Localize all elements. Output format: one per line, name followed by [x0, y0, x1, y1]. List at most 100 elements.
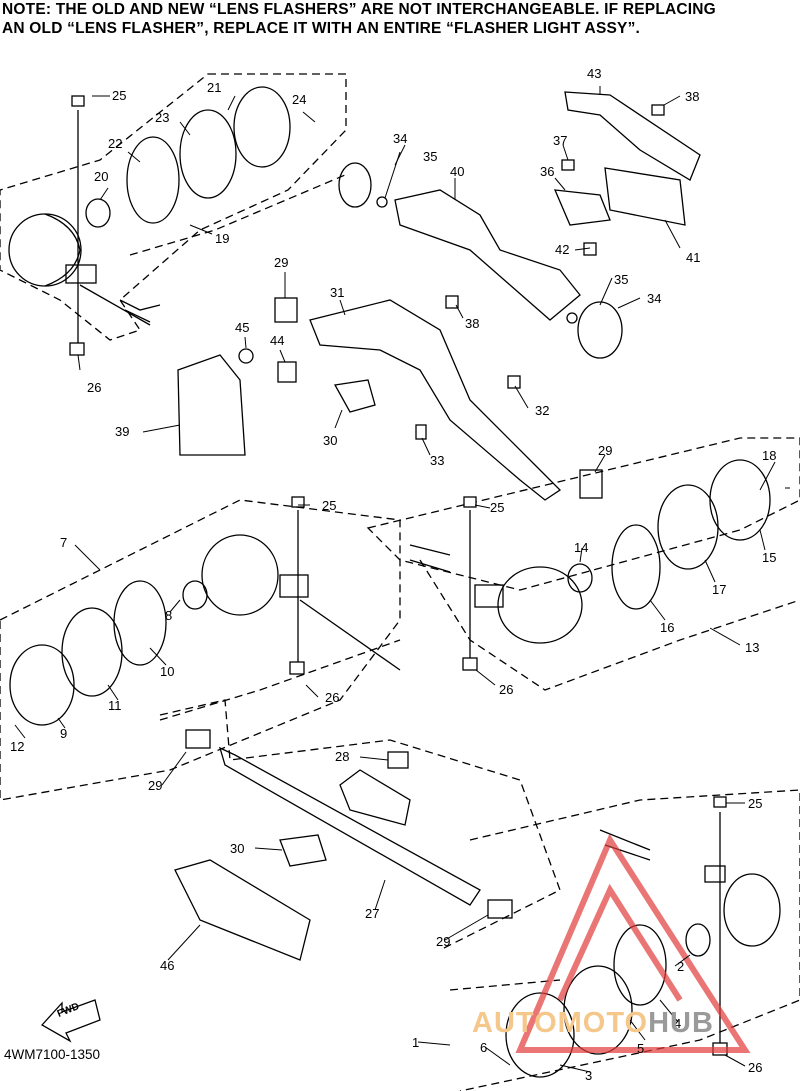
part-label-40: 40 — [450, 164, 464, 179]
part-label-39: 39 — [115, 424, 129, 439]
part-label-46: 46 — [160, 958, 174, 973]
part-label-24: 24 — [292, 92, 306, 107]
lens-ring-11 — [61, 607, 123, 697]
watermark-part-1: AUTOMOTO — [472, 1007, 649, 1039]
note-text: NOTE: THE OLD AND NEW “LENS FLASHERS” AR… — [2, 0, 798, 38]
bracket-43 — [564, 91, 701, 181]
part-label-29a: 29 — [274, 255, 288, 270]
part-label-4: 4 — [674, 1016, 681, 1031]
bracket-40 — [394, 189, 581, 321]
plate-41 — [604, 167, 686, 226]
part-label-1: 1 — [412, 1035, 419, 1050]
cover-46 — [174, 859, 311, 961]
part-label-35a: 35 — [423, 149, 437, 164]
stem-clamp — [65, 264, 97, 284]
part-label-6: 6 — [480, 1040, 487, 1055]
bulb — [85, 198, 111, 228]
part-label-25d: 25 — [748, 796, 762, 811]
flasher-assembly-left-middle — [9, 496, 401, 726]
holder-30-lower — [279, 834, 327, 867]
bulb-8 — [182, 580, 208, 610]
part-label-30b: 30 — [230, 841, 244, 856]
part-label-17: 17 — [712, 582, 726, 597]
note-line-1: NOTE: THE OLD AND NEW “LENS FLASHERS” AR… — [2, 1, 716, 18]
leader-lines — [14, 86, 790, 1073]
part-label-35b: 35 — [614, 272, 628, 287]
bulb-gasket — [126, 136, 180, 224]
part-label-16: 16 — [660, 620, 674, 635]
fwd-arrow-icon — [40, 999, 101, 1043]
part-label-7: 7 — [60, 535, 67, 550]
part-label-18: 18 — [762, 448, 776, 463]
bulb-14 — [567, 563, 593, 593]
part-label-34b: 34 — [647, 291, 661, 306]
flasher-housing-right — [497, 566, 583, 644]
grommet-29-mid — [579, 469, 603, 499]
part-label-20: 20 — [94, 169, 108, 184]
flasher-assembly-upper-left — [8, 86, 291, 356]
part-label-3: 3 — [585, 1068, 592, 1083]
part-label-44: 44 — [270, 333, 284, 348]
part-label-23: 23 — [155, 110, 169, 125]
part-label-19: 19 — [215, 231, 229, 246]
bracket-36 — [553, 189, 611, 226]
watermark-text: AUTOMOTOHUB — [472, 1007, 714, 1040]
part-label-26a: 26 — [87, 380, 101, 395]
flasher-housing-lower — [723, 873, 781, 947]
grommet-29-right — [487, 899, 513, 919]
part-label-14: 14 — [574, 540, 588, 555]
lens-ring — [179, 109, 237, 199]
stay-27 — [218, 746, 481, 906]
stay-assembly-lower — [174, 729, 513, 961]
part-label-36: 36 — [540, 164, 554, 179]
part-label-41: 41 — [686, 250, 700, 265]
part-label-29b: 29 — [598, 443, 612, 458]
lens-ring-5 — [563, 965, 633, 1055]
part-label-11: 11 — [108, 698, 122, 713]
part-label-33: 33 — [430, 453, 444, 468]
collar-44 — [277, 361, 297, 383]
part-label-15: 15 — [762, 550, 776, 565]
part-label-9: 9 — [60, 726, 67, 741]
gasket-4 — [613, 924, 667, 1006]
part-label-34a: 34 — [393, 131, 407, 146]
part-label-29c: 29 — [148, 778, 162, 793]
part-label-26d: 26 — [748, 1060, 762, 1075]
housing-rim — [44, 213, 81, 287]
lens-9 — [9, 644, 75, 726]
lens-ring-17 — [657, 484, 719, 570]
part-label-27: 27 — [365, 906, 379, 921]
bulb-2 — [685, 923, 711, 957]
part-label-12: 12 — [10, 739, 24, 754]
part-label-22: 22 — [108, 136, 122, 151]
part-label-25c: 25 — [490, 500, 504, 515]
part-label-21: 21 — [207, 80, 221, 95]
collar-28 — [387, 751, 409, 769]
part-label-5: 5 — [637, 1041, 644, 1056]
note-line-2: AN OLD “LENS FLASHER”, REPLACE IT WITH A… — [2, 20, 641, 37]
part-label-45: 45 — [235, 320, 249, 335]
nut-45 — [238, 348, 254, 364]
flasher-assembly-right — [409, 459, 771, 671]
cap-34-lower — [577, 301, 623, 359]
part-labels: 25 21 24 23 22 20 19 26 29 31 45 44 39 3… — [10, 66, 776, 1083]
part-label-2: 2 — [677, 959, 684, 974]
part-label-29d: 29 — [436, 934, 450, 949]
part-label-8: 8 — [165, 608, 172, 623]
part-label-13: 13 — [745, 640, 759, 655]
part-label-38b: 38 — [465, 316, 479, 331]
lens-15 — [709, 459, 771, 541]
part-label-10: 10 — [160, 664, 174, 679]
cap-34-upper — [338, 162, 372, 208]
flasher-housing-left — [201, 534, 279, 616]
part-label-28: 28 — [335, 749, 349, 764]
watermark-logo — [515, 833, 751, 1053]
flasher-lens — [233, 86, 291, 168]
holder-30-upper — [333, 379, 376, 413]
part-label-38a: 38 — [685, 89, 699, 104]
lens-3 — [505, 992, 575, 1078]
part-label-42: 42 — [555, 242, 569, 257]
part-label-30a: 30 — [323, 433, 337, 448]
part-label-26c: 26 — [499, 682, 513, 697]
